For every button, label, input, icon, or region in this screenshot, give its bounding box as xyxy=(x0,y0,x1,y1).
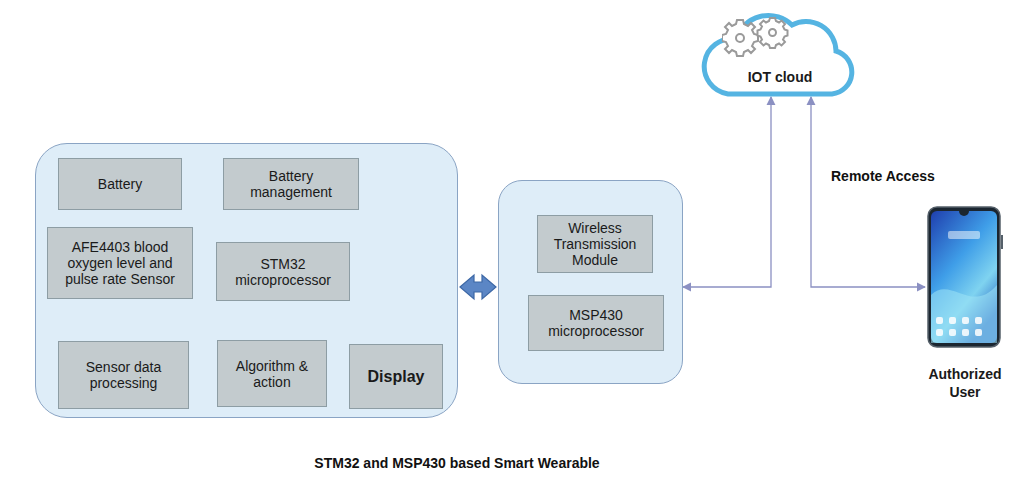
module-box: Wireless Transmission Module xyxy=(537,215,653,273)
smartphone-icon xyxy=(926,205,1004,351)
box-label: MSP430 microprocessor xyxy=(535,307,657,339)
network-link xyxy=(683,97,771,287)
display-box: Display xyxy=(349,344,443,409)
processor-box: MSP430 microprocessor xyxy=(528,295,664,351)
box-label: Sensor data processing xyxy=(65,359,182,391)
cloud-shape: IOT cloud xyxy=(700,3,860,97)
figure-caption: STM32 and MSP430 based Smart Wearable xyxy=(0,455,914,471)
user-label: Authorized User xyxy=(925,365,1005,401)
block-arrow xyxy=(460,275,496,299)
box-label: STM32 microprocessor xyxy=(223,256,343,288)
process-box: Battery management xyxy=(223,158,359,210)
network-link xyxy=(811,97,925,287)
cloud-label: IOT cloud xyxy=(748,69,813,85)
box-label: Battery management xyxy=(230,168,352,200)
box-label: Algorithm & action xyxy=(224,358,320,390)
edge-label: Remote Access xyxy=(829,168,937,184)
sensor-box: AFE4403 blood oxygen level and pulse rat… xyxy=(47,227,193,299)
processor-box: STM32 microprocessor xyxy=(216,242,350,301)
box-label: Battery xyxy=(98,176,142,192)
process-box: Battery xyxy=(58,158,182,210)
box-label: AFE4403 blood oxygen level and pulse rat… xyxy=(54,239,186,287)
phone-node: Authorized User xyxy=(925,205,1005,410)
wireless-panel: Wireless Transmission ModuleMSP430 micro… xyxy=(498,180,683,384)
process-box: Algorithm & action xyxy=(217,340,327,407)
process-box: Sensor data processing xyxy=(58,341,189,409)
box-label: Wireless Transmission Module xyxy=(544,220,646,268)
box-label: Display xyxy=(368,367,425,386)
device-panel: Battery Battery managementAFE4403 blood o… xyxy=(35,143,458,418)
